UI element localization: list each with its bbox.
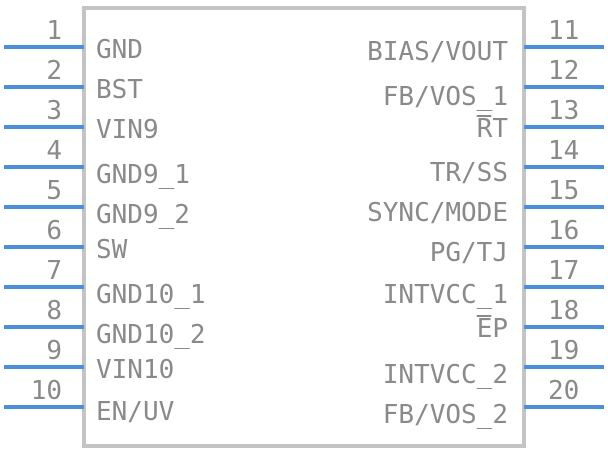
- pin-name-label: BST: [96, 75, 143, 105]
- ic-body-outline: [82, 6, 526, 448]
- pin-number: 20: [548, 376, 579, 406]
- pin-name-label: VIN9: [96, 115, 159, 145]
- pin-name-label: GND10_1: [96, 280, 206, 310]
- pin-name-label: FB/VOS_2: [383, 400, 508, 430]
- pin-name-label: SYNC/MODE: [367, 198, 508, 228]
- pin-number: 19: [548, 336, 579, 366]
- pin-name-label: INTVCC_2: [383, 360, 508, 390]
- pin-number: 5: [46, 176, 62, 206]
- pin-name-label: BIAS/VOUT: [367, 37, 508, 67]
- pin-name-label: GND9_1: [96, 160, 190, 190]
- pin-number: 15: [548, 176, 579, 206]
- pin-name-label: RT: [477, 114, 509, 144]
- pin-name-label: GND: [96, 35, 143, 65]
- pin-name-label: PG/TJ: [430, 238, 508, 268]
- pin-number: 12: [548, 56, 579, 86]
- pin-number: 6: [46, 216, 62, 246]
- pin-name-label: SW: [96, 235, 128, 265]
- pin-number: 17: [548, 256, 579, 286]
- pin-number: 3: [46, 96, 62, 126]
- pin-number: 4: [46, 136, 62, 166]
- pin-name-label: GND10_2: [96, 320, 206, 350]
- pin-number: 10: [31, 376, 62, 406]
- pin-name-label: EP: [477, 314, 508, 344]
- pin-number: 14: [548, 136, 579, 166]
- pin-name-label: FB/VOS_1: [383, 82, 508, 112]
- pin-number: 11: [548, 16, 579, 46]
- pin-number: 9: [46, 336, 62, 366]
- pin-number: 1: [46, 16, 62, 46]
- pin-name-label: INTVCC_1: [383, 280, 508, 310]
- pin-number: 18: [548, 296, 579, 326]
- pin-name-label: VIN10: [96, 355, 174, 385]
- pin-name-label: EN/UV: [96, 397, 174, 427]
- pin-number: 16: [548, 216, 579, 246]
- pin-name-label: GND9_2: [96, 200, 190, 230]
- pin-number: 8: [46, 296, 62, 326]
- pin-name-label: TR/SS: [430, 158, 508, 188]
- pin-number: 7: [46, 256, 62, 286]
- pin-number: 2: [46, 56, 62, 86]
- pin-number: 13: [548, 96, 579, 126]
